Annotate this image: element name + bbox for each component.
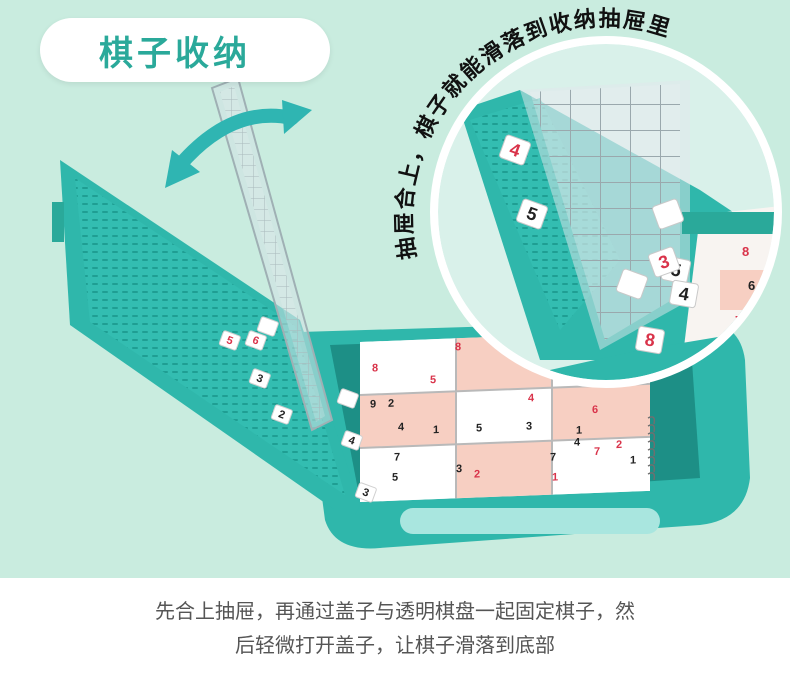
drawer-handle — [400, 508, 660, 534]
product-scene: 8 8 5 9 2 4 6 4 1 5 3 1 7 5 3 2 7 1 4 7 — [0, 0, 790, 578]
board-digit: 7 — [594, 446, 600, 458]
board-digit: 1 — [630, 454, 636, 466]
board-digit: 5 — [430, 374, 436, 386]
tile-digit: 3 — [361, 486, 371, 499]
tile-digit: 5 — [225, 334, 235, 347]
title-pill: 棋子收纳 — [40, 18, 330, 82]
board-digit: 3 — [526, 420, 532, 432]
board-digit: 9 — [370, 398, 376, 410]
board-digit: 7 — [394, 451, 400, 463]
tile-digit: 6 — [251, 334, 261, 347]
caption-line-1: 先合上抽屉，再通过盖子与透明棋盘一起固定棋子，然 — [155, 599, 635, 623]
zoom-board-digit: 8 — [742, 244, 749, 259]
board-digit: 1 — [552, 471, 558, 483]
board-digit: 1 — [433, 424, 439, 436]
caption: 先合上抽屉，再通过盖子与透明棋盘一起固定棋子，然 后轻微打开盖子，让棋子滑落到底… — [0, 594, 790, 662]
zoom-tile-digit: 4 — [677, 283, 690, 304]
tile-digit: 2 — [277, 408, 287, 421]
board-digit: 6 — [592, 404, 598, 416]
tile-digit: 3 — [255, 372, 265, 385]
zoom-tile-digit: 8 — [643, 329, 656, 350]
board-digit: 4 — [574, 437, 581, 449]
board-digit: 4 — [528, 392, 535, 404]
lid-tiles: 5 6 3 2 4 3 — [218, 316, 377, 503]
spiral-binding — [647, 416, 656, 481]
board-digit: 4 — [398, 421, 405, 433]
page-title: 棋子收纳 — [99, 33, 251, 74]
board-digit: 2 — [474, 468, 480, 480]
board-digit: 3 — [456, 463, 462, 475]
board-digit: 8 — [455, 341, 461, 353]
rotate-arrow-icon — [165, 100, 312, 188]
board-digit: 2 — [388, 398, 394, 410]
board-digit: 5 — [476, 422, 482, 434]
board-digit: 1 — [576, 424, 582, 436]
product-illustration: 8 8 5 9 2 4 6 4 1 5 3 1 7 5 3 2 7 1 4 7 — [52, 6, 782, 549]
board-digit: 5 — [392, 472, 398, 484]
board-digit: 8 — [372, 362, 378, 374]
caption-line-2: 后轻微打开盖子，让棋子滑落到底部 — [235, 633, 555, 657]
board-digit: 2 — [616, 439, 622, 451]
zoom-board-digit: 6 — [748, 278, 755, 293]
tile-digit: 4 — [347, 434, 358, 448]
board-digit: 7 — [550, 451, 556, 463]
